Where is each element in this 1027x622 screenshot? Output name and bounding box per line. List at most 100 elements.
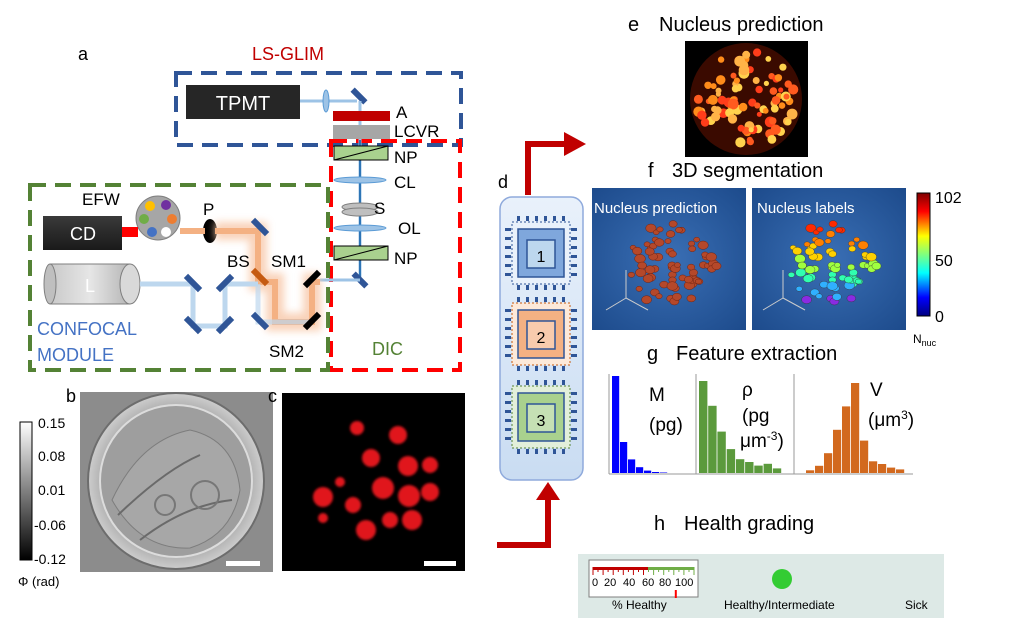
prediction-nucleus-65 — [770, 104, 779, 113]
prediction-nucleus-56 — [693, 94, 703, 104]
mirror-sm2-left — [250, 311, 270, 331]
mass-bars — [612, 376, 668, 473]
chip-pin-left-2-4 — [505, 428, 511, 431]
cl-label: CL — [394, 173, 416, 192]
chip-pin-top-0-0 — [517, 216, 520, 221]
chip-pin-right-0-5 — [571, 273, 577, 276]
render-left-nucleus-70 — [632, 246, 643, 256]
render-right-nucleus-56 — [804, 247, 815, 256]
prediction-nucleus-90 — [767, 135, 777, 144]
panel-letter-b: b — [66, 386, 76, 406]
prediction-nucleus-79 — [755, 85, 763, 94]
confocal-label-line1: CONFOCAL — [37, 319, 137, 339]
chip-pin-right-0-1 — [571, 237, 577, 240]
lsglim-box — [174, 71, 463, 147]
chip-pin-top-0-3 — [544, 216, 547, 221]
render-left-nucleus-66 — [674, 262, 681, 268]
chip-pins — [505, 216, 577, 454]
panel-letter-g: g — [647, 343, 658, 365]
prediction-nucleus-21 — [769, 87, 778, 95]
lens-ol — [333, 224, 387, 232]
panel-letter-h: h — [654, 513, 665, 535]
chip-pin-top-1-5 — [562, 297, 565, 302]
render-right-nucleus-69 — [855, 278, 862, 285]
tpmt-camera — [186, 85, 300, 119]
mass-bar-2 — [620, 442, 628, 473]
prediction-nucleus-26 — [788, 84, 799, 95]
render-left-nucleus-65 — [687, 263, 696, 271]
chip-pin-left-1-2 — [505, 327, 511, 330]
phase-tick-1: 0.15 — [38, 415, 65, 431]
chip-pin-top-0-2 — [535, 216, 538, 221]
prediction-nucleus-35 — [763, 80, 770, 86]
volume-bar-5 — [842, 406, 851, 473]
prediction-nucleus-44 — [756, 111, 762, 117]
prediction-nucleus-62 — [704, 81, 712, 90]
prediction-nuclei — [693, 48, 799, 148]
render-left-nucleus-55 — [686, 294, 696, 303]
chip-pin-bottom-0-5 — [562, 285, 565, 290]
chip-pin-right-0-2 — [571, 246, 577, 249]
render-right-nucleus-53 — [857, 240, 869, 250]
render-left-nucleus-13 — [641, 295, 652, 304]
render-right-nucleus-6 — [826, 230, 836, 238]
fluorescent-nuclei — [313, 421, 439, 540]
pinhole — [203, 219, 217, 243]
chip-pin-bottom-2-0 — [517, 449, 520, 454]
network-stage-1-label: 1 — [537, 249, 546, 266]
arrow-out-network — [525, 141, 566, 195]
confocal-box — [28, 183, 330, 372]
mass-label-line1: M — [649, 385, 665, 406]
panel-b-phase-image: b 0.15 0.08 0.01 -0.06 -0.12 Φ (rad) — [18, 386, 273, 589]
gauge-ticks — [592, 567, 695, 575]
cd-detector — [43, 216, 122, 250]
render-right-nucleus-37 — [795, 268, 807, 277]
chip-pin-right-1-5 — [571, 354, 577, 357]
prediction-nucleus-88 — [734, 55, 746, 67]
gauge-tick-0: 0 — [592, 577, 598, 589]
chip-pin-left-1-5 — [505, 354, 511, 357]
sick-label: Sick — [905, 598, 929, 612]
gauge-tick-20: 20 — [604, 577, 616, 589]
density-bars — [699, 381, 782, 473]
render-left-nucleus-48 — [637, 261, 647, 270]
render-left-nucleus-6 — [666, 230, 676, 238]
mirror-laser-4 — [215, 273, 235, 293]
chip-pin-right-1-3 — [571, 336, 577, 339]
prediction-nucleus-81 — [770, 124, 781, 135]
panel-a-setup: a LS-GLIM TPMT A LCVR NP CL S — [28, 44, 463, 372]
panel-f-segmentation: f 3D segmentation Nucleus prediction Nuc… — [592, 160, 962, 348]
chip-pin-top-2-0 — [517, 380, 520, 385]
chip-pin-right-0-3 — [571, 255, 577, 258]
chip-pin-right-1-0 — [571, 309, 577, 312]
prediction-nucleus-77 — [739, 103, 745, 110]
phase-colorbar — [19, 421, 33, 561]
render-right-nucleus-14 — [803, 241, 811, 248]
prediction-nucleus-8 — [786, 108, 798, 120]
chip-pin-top-0-1 — [526, 216, 529, 221]
render-right-nucleus-50 — [816, 226, 824, 233]
render-right-nucleus-45 — [828, 250, 837, 258]
render-left-label: Nucleus prediction — [594, 200, 717, 217]
chip-pin-bottom-2-2 — [535, 449, 538, 454]
volume-histogram: V (μm3) — [793, 374, 914, 475]
prediction-nucleus-85 — [779, 63, 787, 71]
chip-pin-left-2-0 — [505, 392, 511, 395]
panel-title-f: 3D segmentation — [672, 160, 823, 182]
chip-pin-bottom-1-4 — [553, 366, 556, 371]
volume-bar-9 — [878, 464, 887, 473]
density-bar-7 — [754, 465, 763, 473]
density-bar-6 — [745, 462, 754, 473]
prediction-nucleus-69 — [778, 87, 784, 93]
render-right-nucleus-59 — [871, 262, 882, 270]
chip-pin-left-2-3 — [505, 419, 511, 422]
lcvr — [333, 125, 390, 139]
chip-pin-top-1-0 — [517, 297, 520, 302]
prediction-nucleus-80 — [748, 127, 754, 133]
s-label: S — [374, 199, 385, 218]
prediction-nucleus-37 — [717, 56, 725, 63]
chip-pin-bottom-1-2 — [535, 366, 538, 371]
segmentation-render-right — [752, 188, 906, 330]
mirror-laser-3 — [215, 315, 235, 335]
prediction-nucleus-86 — [784, 80, 792, 88]
